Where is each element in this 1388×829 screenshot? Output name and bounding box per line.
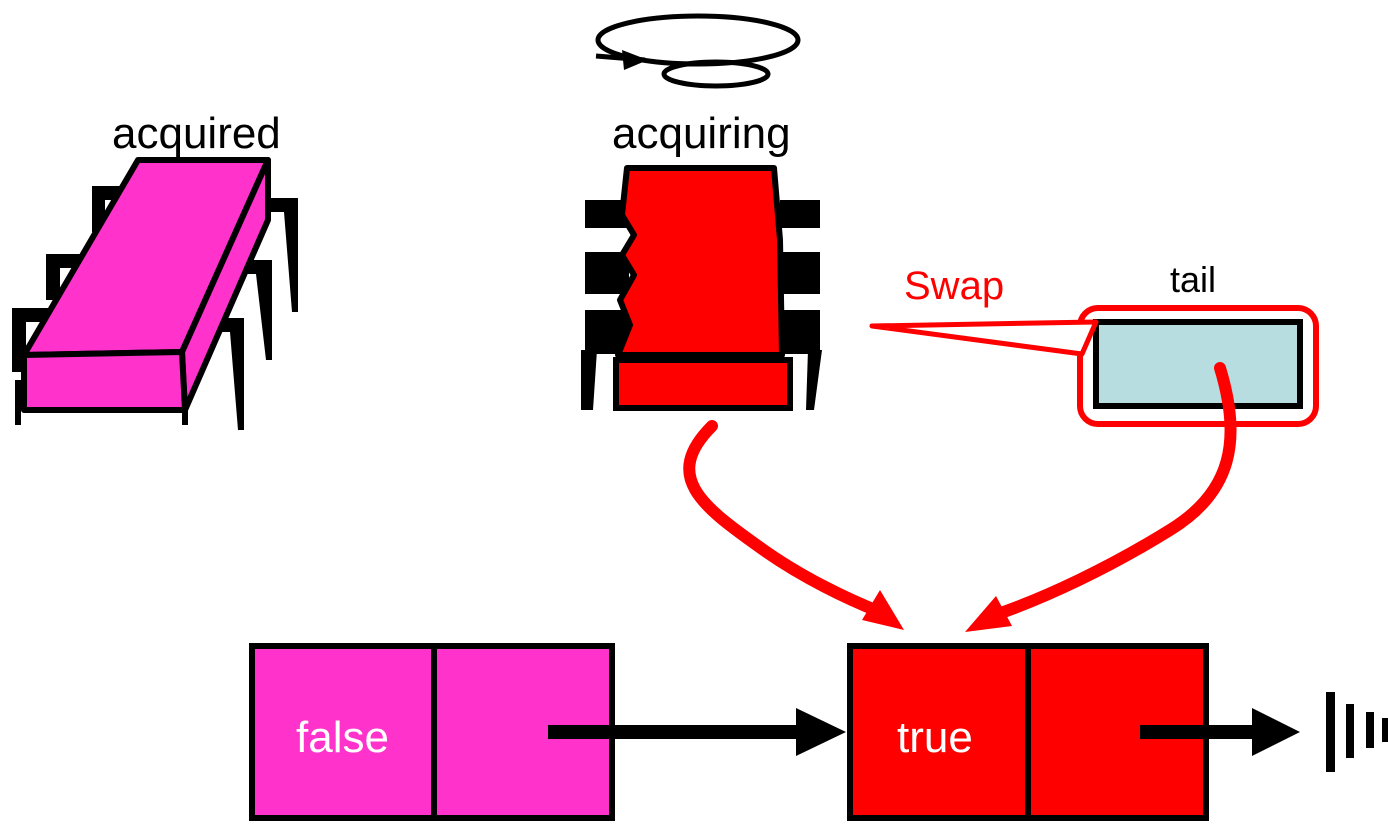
null-pointer-arrow xyxy=(1140,708,1300,756)
node-value-false: false xyxy=(296,713,389,762)
node-value-true: true xyxy=(897,713,973,762)
null-ground-icon xyxy=(1326,692,1388,772)
tail-arrow xyxy=(965,362,1237,632)
queue-node-false xyxy=(249,643,615,821)
acquiring-thread-icon xyxy=(581,165,822,411)
spin-icon xyxy=(595,13,801,89)
tail-pointer xyxy=(1077,305,1319,427)
next-pointer-arrow xyxy=(548,708,846,756)
acquired-thread-icon xyxy=(12,157,298,430)
queue-node-true xyxy=(847,643,1209,821)
acquired-label: acquired xyxy=(112,109,281,158)
swap-label: Swap xyxy=(904,264,1005,308)
tail-label: tail xyxy=(1170,259,1217,300)
acquiring-label: acquiring xyxy=(612,109,791,158)
acquiring-next-arrow xyxy=(683,420,904,630)
swap-callout xyxy=(869,319,1099,357)
